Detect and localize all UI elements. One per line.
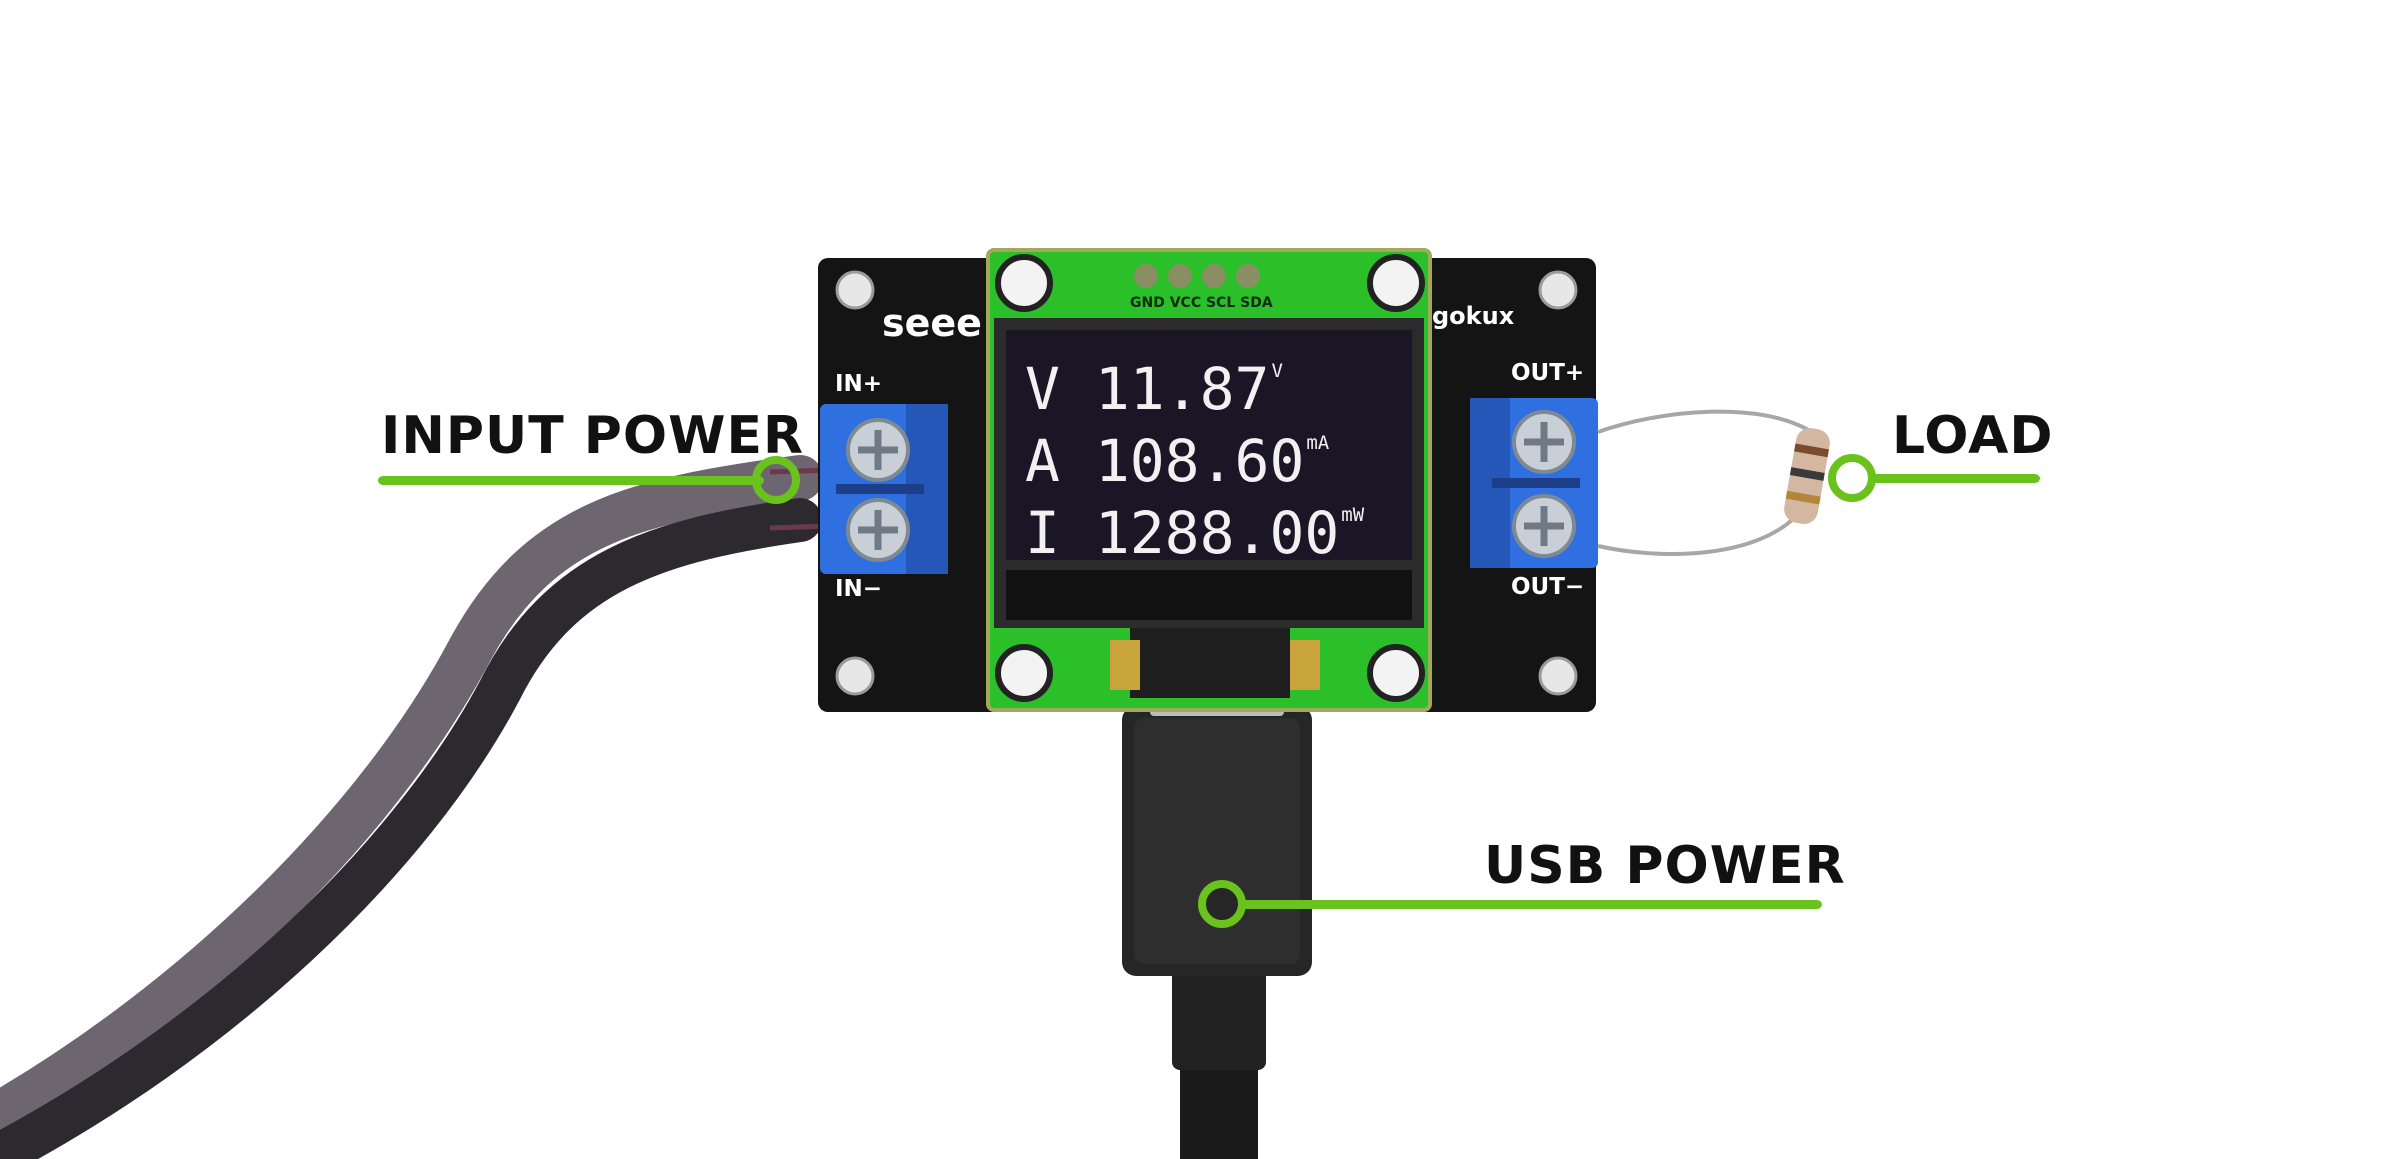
pcb-brand-text: seee xyxy=(882,301,982,345)
callout-usb-power-marker xyxy=(1198,880,1822,928)
oled-value: 1288.00 xyxy=(1094,499,1340,567)
input-terminal-block xyxy=(820,404,948,574)
output-terminal-block xyxy=(1470,398,1598,568)
callout-load-label: LOAD xyxy=(1892,406,2054,466)
terminal-label-out-plus: OUT+ xyxy=(1511,360,1585,386)
callout-input-power-label: INPUT POWER xyxy=(381,406,805,466)
callout-load-marker xyxy=(1828,454,2040,502)
oled-value: 108.60 xyxy=(1094,427,1305,495)
pcb-brand-right-text: gokux xyxy=(1432,302,1515,330)
oled-unit: V xyxy=(1271,360,1283,382)
oled-module xyxy=(986,248,1432,712)
oled-value: 11.87 xyxy=(1094,355,1270,423)
oled-symbol: I xyxy=(1025,499,1060,567)
callout-usb-power-label: USB POWER xyxy=(1484,836,1846,896)
oled-symbol: A xyxy=(1025,427,1060,495)
oled-unit: mA xyxy=(1306,432,1330,454)
resistor-load xyxy=(1597,409,1830,556)
terminal-label-in-plus: IN+ xyxy=(835,371,883,397)
terminal-label-in-minus: IN− xyxy=(835,576,883,602)
oled-pin-labels: GND VCC SCL SDA xyxy=(1130,295,1273,311)
oled-symbol: V xyxy=(1025,355,1060,423)
callout-input-power-marker xyxy=(378,456,800,504)
input-cable xyxy=(0,455,831,1159)
oled-unit: mW xyxy=(1341,504,1365,526)
terminal-label-out-minus: OUT− xyxy=(1511,574,1585,600)
